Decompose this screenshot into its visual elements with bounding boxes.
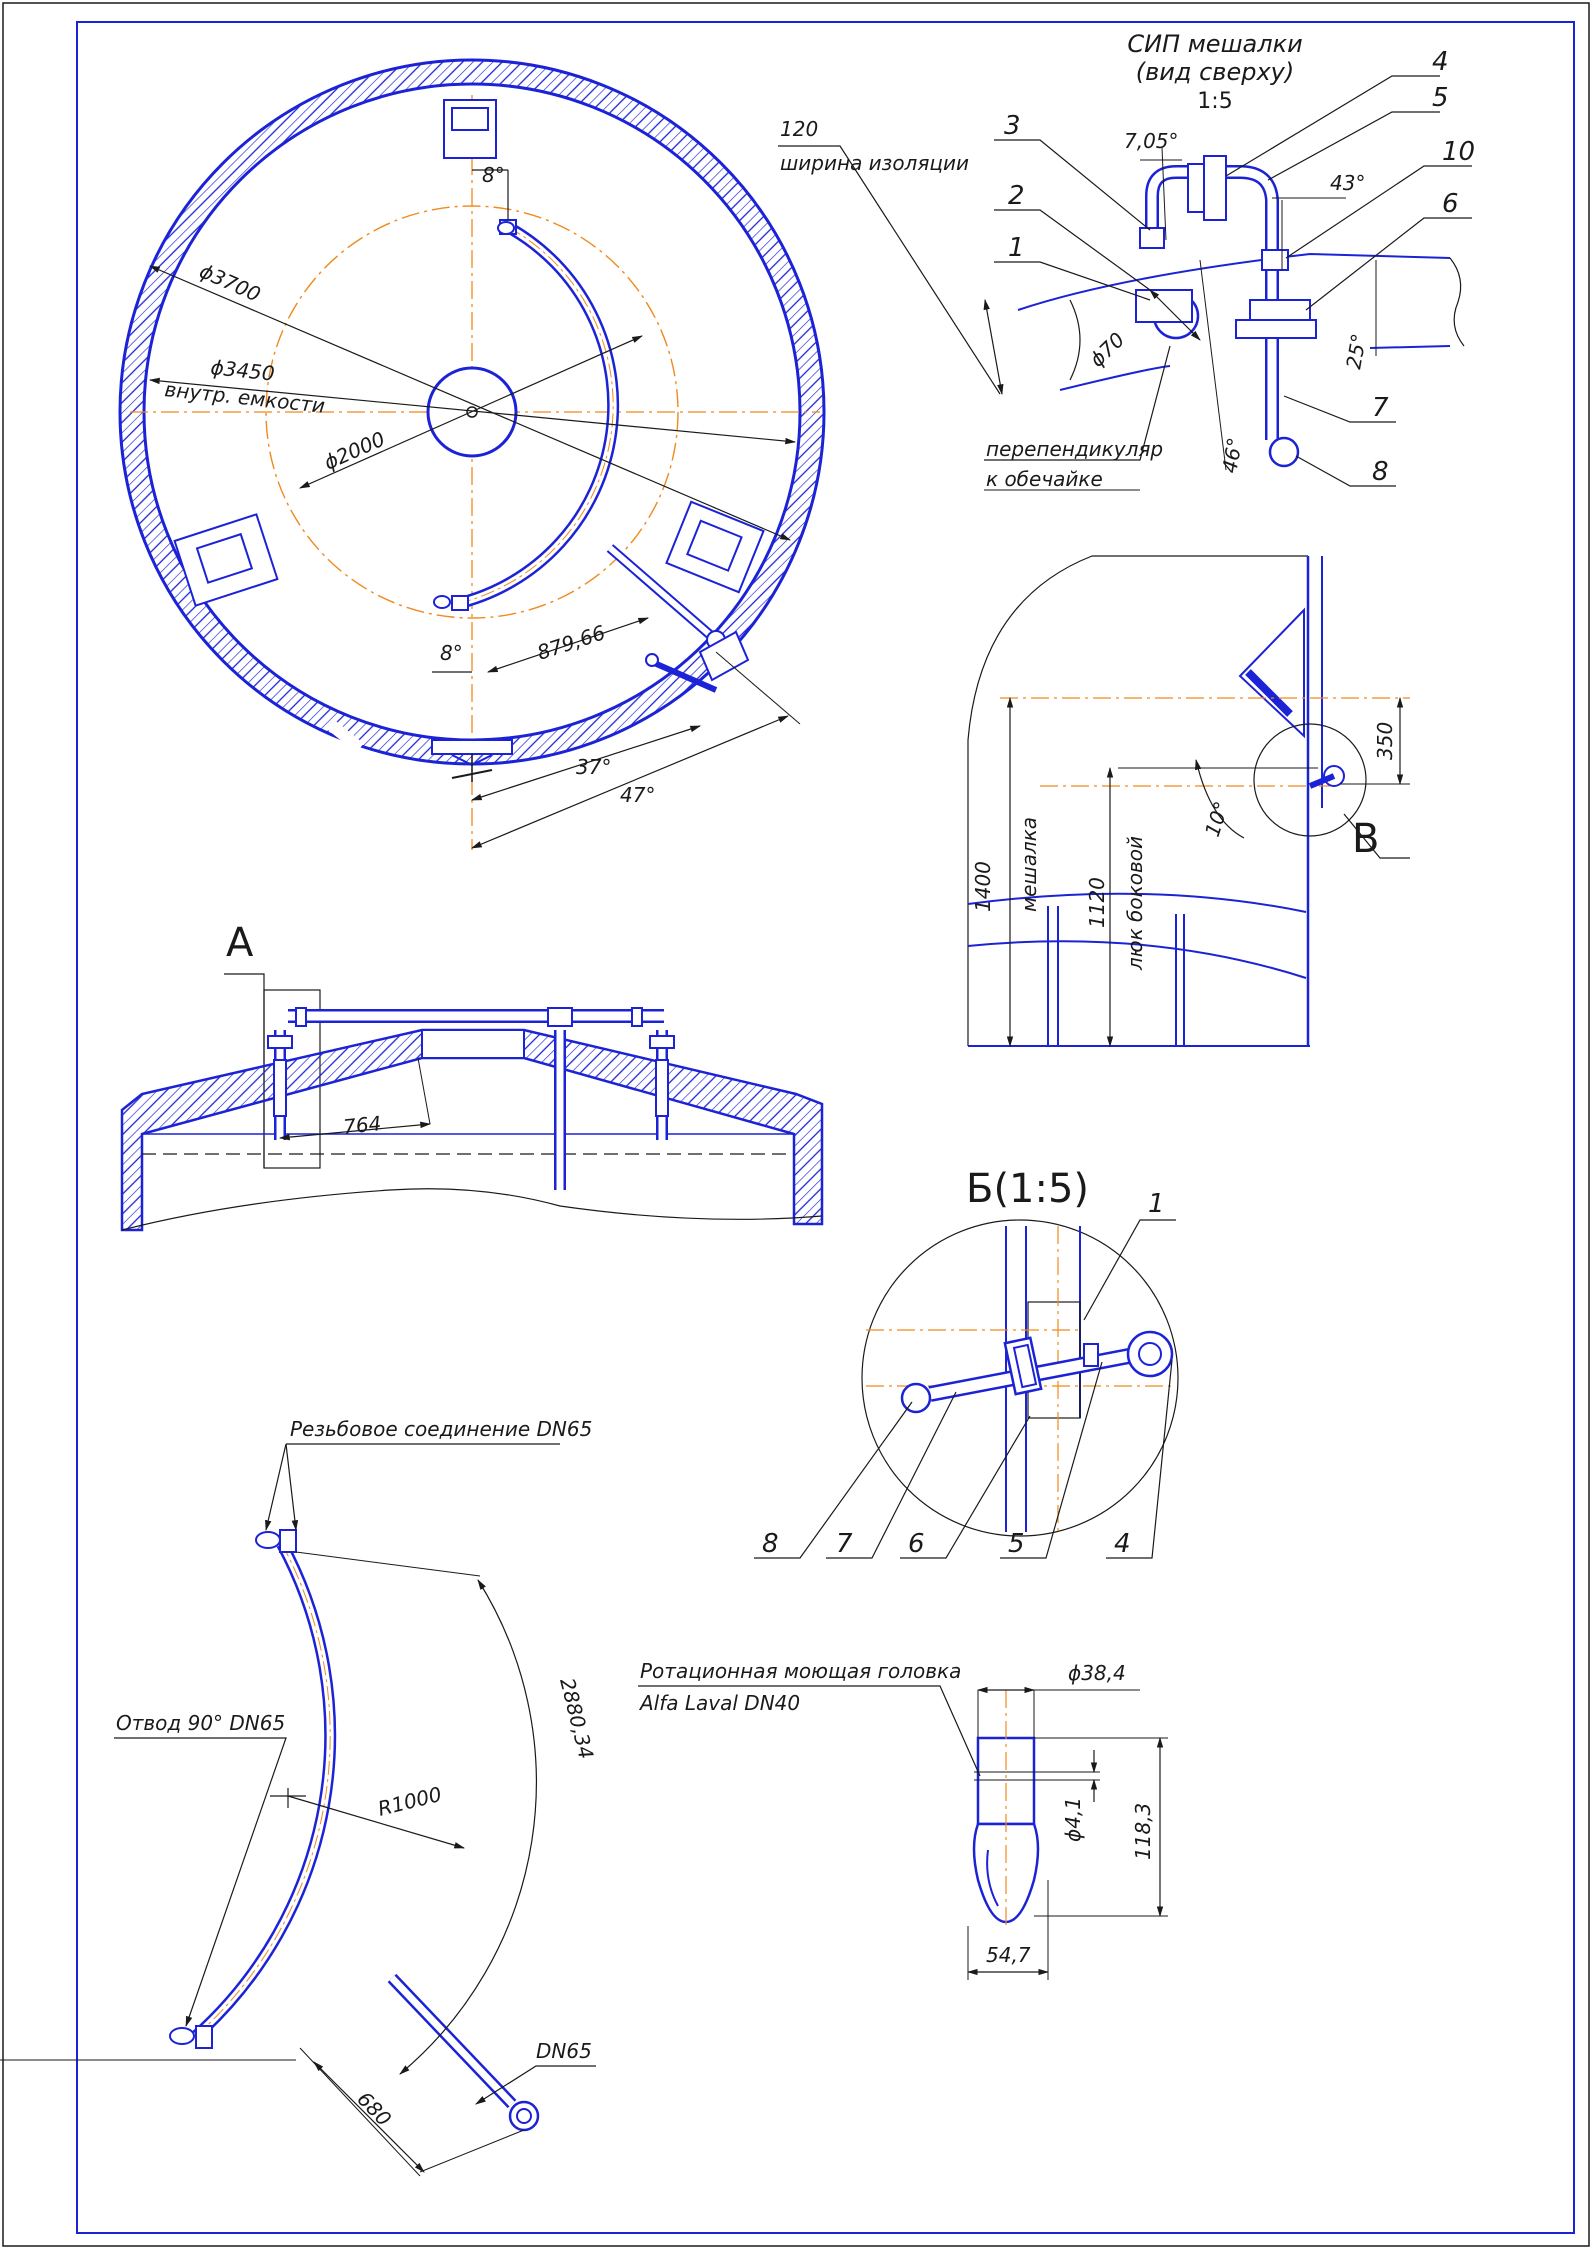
label-angle-10: 10° — [1200, 798, 1234, 839]
insulated-roof — [120, 1028, 824, 1232]
label-perp-1: перепендикуляр — [986, 437, 1163, 461]
label-ins: ширина изоляции — [780, 151, 969, 175]
detail-b-callout-5: 5 — [1008, 1529, 1025, 1559]
detail-b-callout-1: 1 — [1148, 1189, 1165, 1219]
label-dn: DN65 — [536, 2039, 592, 2063]
label-a: А — [226, 920, 254, 966]
head-width: 54,7 — [986, 1943, 1031, 1967]
title-line-1: СИП мешалки — [1127, 30, 1302, 58]
callout-10: 10 — [1442, 137, 1475, 167]
detail-b-callout-6: 6 — [908, 1529, 925, 1559]
label-angle-bottom: 8° — [440, 641, 463, 665]
label-radius: R1000 — [375, 1782, 444, 1821]
shell-outer-line — [1017, 252, 1451, 311]
callout-6: 6 — [1442, 189, 1459, 219]
label-angle-47: 47° — [620, 783, 655, 807]
callout-7: 7 — [1372, 393, 1389, 423]
spray-head — [1268, 436, 1300, 468]
label-hatch: люк боковой — [1123, 836, 1147, 971]
detail-b-callout-8: 8 — [762, 1529, 779, 1559]
label-d70: ϕ70 — [1085, 327, 1129, 371]
side-view: 1400 мешалка 1120 люк боковой 350 10° В — [967, 555, 1410, 1048]
label-dim-350: 350 — [1373, 722, 1397, 760]
label-arc-len-pipe: 2880,34 — [555, 1675, 598, 1761]
label-angle-46: 46° — [1217, 436, 1247, 475]
bottom-nozzle — [431, 739, 513, 755]
section-a: А 764 — [120, 920, 824, 1232]
label-mixer: мешалка — [1017, 817, 1041, 912]
head-height: 118,3 — [1131, 1803, 1155, 1860]
head-label-1: Ротационная моющая головка — [640, 1659, 961, 1683]
label-dim-764: 764 — [342, 1111, 382, 1139]
title-line-2: (вид сверху) — [1136, 58, 1294, 86]
callout-1: 1 — [1008, 233, 1025, 263]
callout-3: 3 — [1004, 111, 1021, 141]
label-angle-37: 37° — [576, 755, 611, 779]
label-perp-2: к обечайке — [986, 467, 1103, 491]
head-d-hole: ϕ4,1 — [1061, 1797, 1085, 1842]
head-label-2: Alfa Laval DN40 — [638, 1691, 800, 1715]
label-angle-705: 7,05° — [1124, 129, 1179, 153]
label-b: В — [1352, 816, 1379, 862]
callout-8: 8 — [1372, 457, 1389, 487]
callout-2: 2 — [1008, 181, 1025, 211]
callout-5: 5 — [1432, 83, 1449, 113]
detail-top-view: СИП мешалки (вид сверху) 1:5 — [778, 30, 1475, 491]
label-angle-43: 43° — [1330, 171, 1365, 195]
label-angle-25: 25° — [1341, 332, 1371, 371]
label-dim-680: 680 — [352, 2087, 396, 2131]
pipe-view: Резьбовое соединение DN65 Отвод 90° DN65… — [0, 1417, 598, 2177]
label-ins-width: 120 — [780, 117, 818, 141]
label-thread: Резьбовое соединение DN65 — [290, 1417, 592, 1441]
detail-b-callout-7: 7 — [836, 1529, 853, 1559]
callout-4: 4 — [1432, 47, 1449, 77]
title-scale: 1:5 — [1197, 89, 1232, 114]
detail-b-title: Б(1:5) — [966, 1166, 1089, 1212]
top-view: ϕ3700 ϕ3450 внутр. емкости ϕ2000 8° 8° 8… — [118, 58, 826, 850]
label-dim-1400: 1400 — [971, 861, 995, 912]
detail-b-callout-4: 4 — [1114, 1529, 1131, 1559]
label-angle-top: 8° — [482, 163, 505, 187]
sheet-border-inner — [76, 21, 1575, 2234]
label-elbow: Отвод 90° DN65 — [116, 1711, 285, 1735]
label-dim-1120: 1120 — [1085, 877, 1109, 928]
head-d-top: ϕ38,4 — [1068, 1661, 1126, 1685]
spray-head-detail: Ротационная моющая головка Alfa Laval DN… — [638, 1659, 1168, 1980]
detail-b: Б(1:5) 1 8 7 6 5 4 — [754, 1166, 1179, 1559]
